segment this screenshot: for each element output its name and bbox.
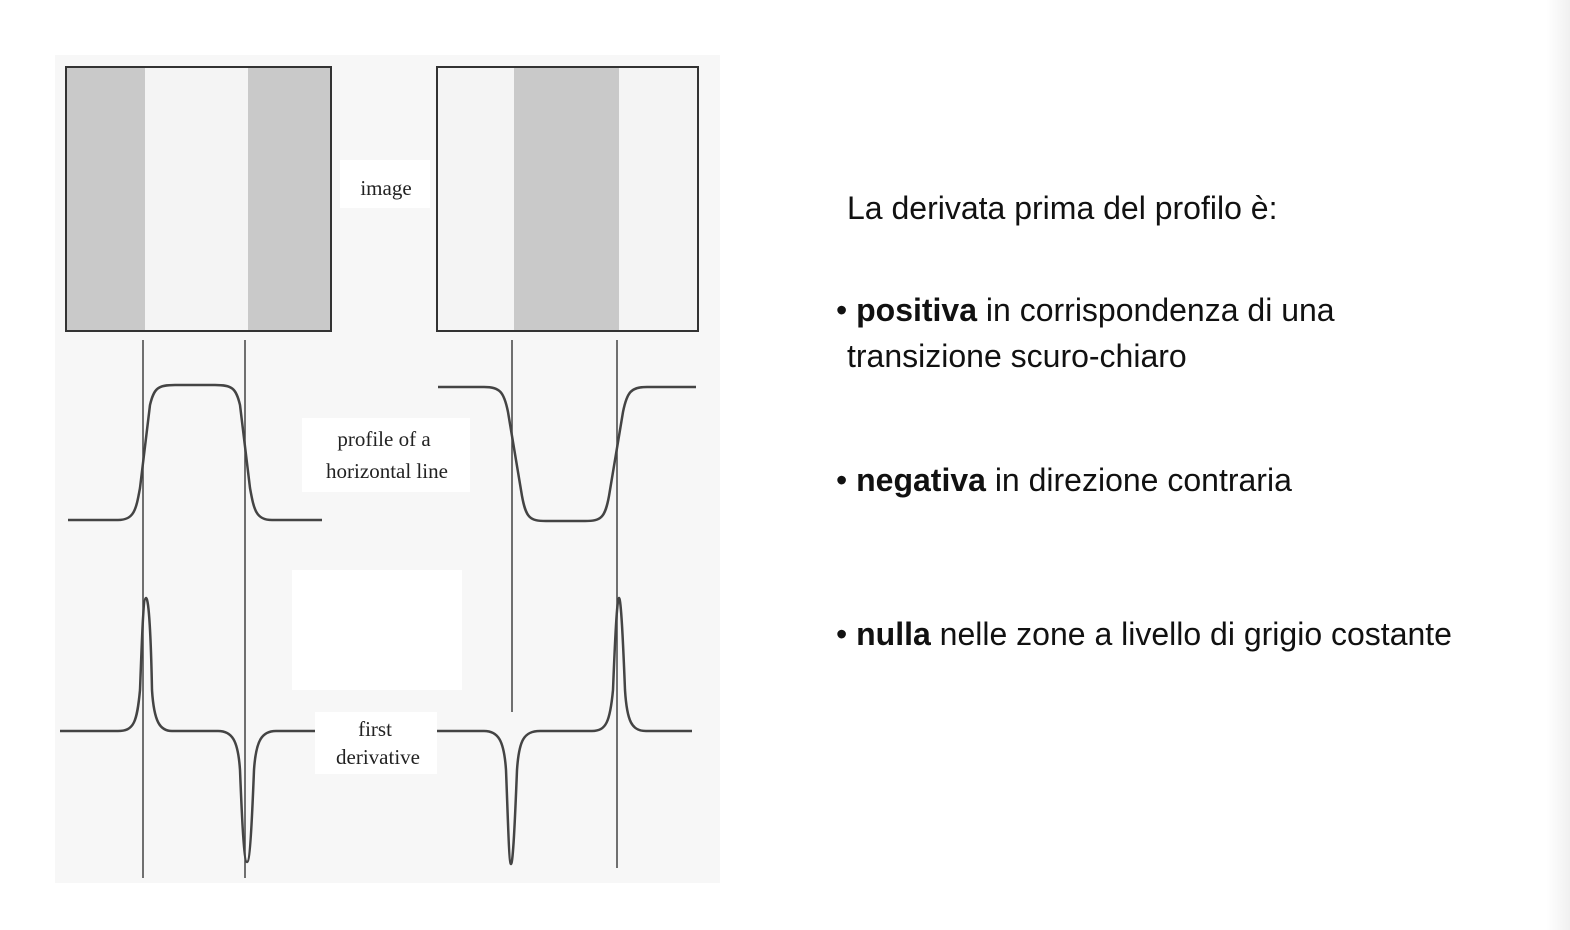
bullet-keyword-negativa: negativa: [856, 462, 986, 498]
derivative-blank-box: [292, 570, 462, 690]
bullet-text-continuation: transizione scuro-chiaro: [847, 338, 1187, 374]
left-image-dark-right: [248, 67, 331, 331]
right-image: [436, 66, 699, 332]
bullet-marker: •: [836, 292, 848, 328]
bullet-text: in direzione contraria: [985, 462, 1292, 498]
left-image-frame: [65, 66, 332, 332]
bullet-positive: • positiva in corrispondenza di una tran…: [836, 287, 1556, 379]
derivative-label-box: [315, 712, 437, 774]
bullet-text: in corrispondenza di una: [977, 292, 1335, 328]
left-image-dark-left: [66, 67, 145, 331]
profile-label-box: [302, 418, 470, 492]
bullet-marker: •: [836, 462, 848, 498]
right-image-dark-band: [514, 67, 619, 331]
explanation-text: La derivata prima del profilo è: • posit…: [836, 185, 1556, 657]
left-profile-curve: [68, 383, 322, 522]
image-label: image: [360, 176, 411, 200]
right-image-frame: [436, 66, 699, 332]
bullet-keyword-positiva: positiva: [856, 292, 978, 328]
slide-edge-shadow: [1546, 0, 1570, 930]
bullet-marker: •: [836, 616, 848, 652]
derivative-label-line-2: derivative: [336, 745, 420, 769]
right-derivative-curve: [434, 596, 692, 866]
right-image-light-left: [437, 67, 514, 331]
profile-label-line-1: profile of a: [337, 427, 431, 451]
bullet-null: • nulla nelle zone a livello di grigio c…: [836, 611, 1556, 657]
explanation-heading: La derivata prima del profilo è:: [847, 190, 1278, 226]
left-image: [65, 66, 332, 332]
bullet-keyword-nulla: nulla: [856, 616, 931, 652]
image-label-box: [340, 160, 430, 208]
right-image-light-right: [619, 67, 698, 331]
right-profile-curve: [438, 385, 696, 523]
left-derivative-curve: [60, 596, 336, 864]
bullet-text: nelle zone a livello di grigio costante: [930, 616, 1452, 652]
bullet-negative: • negativa in direzione contraria: [836, 457, 1556, 503]
profile-label-line-2: horizontal line: [326, 459, 448, 483]
derivative-label-line-1: first: [358, 717, 392, 741]
left-image-light-band: [145, 67, 248, 331]
